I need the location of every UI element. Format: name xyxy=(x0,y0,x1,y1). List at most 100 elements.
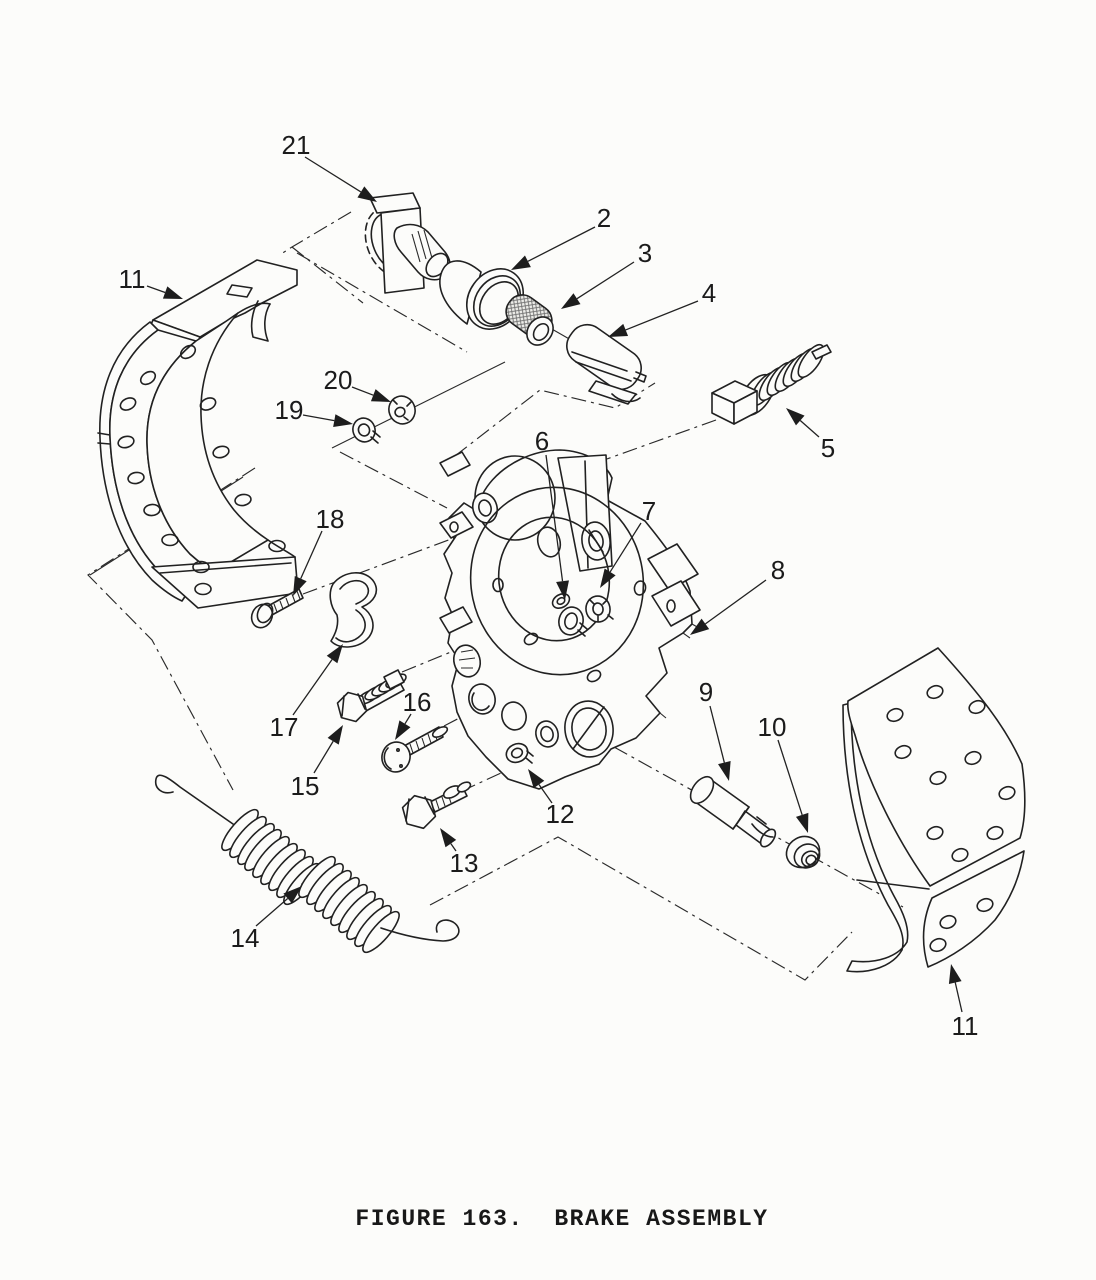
callout-20: 20 xyxy=(324,365,391,402)
part-screw-18 xyxy=(250,588,304,629)
leader-line-7 xyxy=(609,522,642,573)
arrowhead-icon-18 xyxy=(293,576,307,596)
leader-line-11-left xyxy=(146,285,166,294)
part-number-12: 12 xyxy=(546,799,575,829)
callout-3: 3 xyxy=(561,238,652,309)
leader-line-14 xyxy=(255,897,289,927)
arrowhead-icon-21 xyxy=(357,186,377,202)
arrowhead-icon-8 xyxy=(690,618,710,635)
callout-5: 5 xyxy=(786,408,835,463)
callout-8: 8 xyxy=(690,555,785,635)
callout-2: 2 xyxy=(511,203,611,270)
part-number-17: 17 xyxy=(270,712,299,742)
leader-line-3 xyxy=(576,261,635,300)
callout-21: 21 xyxy=(282,130,377,202)
arrowhead-icon-4 xyxy=(608,323,629,337)
part-number-13: 13 xyxy=(450,848,479,878)
callout-13: 13 xyxy=(440,828,478,878)
arrowhead-icon-19 xyxy=(333,414,353,428)
right-shoe-holes xyxy=(886,684,1016,953)
leader-line-19 xyxy=(302,414,335,422)
part-bolt-spring-15 xyxy=(336,669,407,723)
leader-line-20 xyxy=(351,386,374,396)
callout-19: 19 xyxy=(275,395,353,428)
callout-18: 18 xyxy=(293,504,344,596)
leader-line-18 xyxy=(300,530,323,579)
arrowhead-icon-11-right xyxy=(948,964,962,984)
part-lock-washer-19 xyxy=(352,417,381,444)
part-number-16: 16 xyxy=(403,687,432,717)
callout-4: 4 xyxy=(608,278,716,337)
part-star-adjuster xyxy=(364,192,451,294)
leader-line-2 xyxy=(527,226,596,262)
arrowhead-icon-13 xyxy=(440,828,457,848)
part-socket xyxy=(566,323,647,405)
arrowhead-icon-16 xyxy=(395,720,411,740)
leader-line-6 xyxy=(545,454,564,582)
callout-9: 9 xyxy=(699,677,731,781)
part-plunger-9 xyxy=(689,775,777,848)
part-number-9: 9 xyxy=(699,677,713,707)
part-number-6: 6 xyxy=(535,426,549,456)
callout-17: 17 xyxy=(270,644,343,742)
part-lock-washer-12 xyxy=(505,742,534,764)
part-brake-shoe-right xyxy=(842,647,1026,973)
callout-6: 6 xyxy=(535,426,569,600)
part-number-10: 10 xyxy=(758,712,787,742)
leader-line-10 xyxy=(777,739,803,816)
arrowhead-icon-20 xyxy=(370,389,391,402)
part-number-14: 14 xyxy=(231,923,260,953)
part-number-4: 4 xyxy=(702,278,716,308)
part-number-19: 19 xyxy=(275,395,304,425)
leader-line-21 xyxy=(304,156,362,193)
part-number-15: 15 xyxy=(291,771,320,801)
arrowhead-icon-11-left xyxy=(162,286,183,299)
part-number-8: 8 xyxy=(771,555,785,585)
arrowhead-icon-5 xyxy=(786,408,805,426)
leader-line-8 xyxy=(705,579,767,625)
part-grommet-10 xyxy=(785,835,821,869)
leader-line-15 xyxy=(313,740,334,774)
callout-12: 12 xyxy=(528,769,574,829)
part-hex-bolt-13 xyxy=(401,781,472,830)
arrowhead-icon-6 xyxy=(556,580,569,600)
callout-10: 10 xyxy=(758,712,809,833)
arrowhead-icon-14 xyxy=(283,886,302,904)
arrowhead-icon-10 xyxy=(795,812,809,833)
part-number-20: 20 xyxy=(324,365,353,395)
leader-line-12 xyxy=(538,784,553,804)
callout-11-left: 11 xyxy=(119,264,183,299)
figure-caption: FIGURE 163. BRAKE ASSEMBLY xyxy=(355,1206,769,1232)
arrowhead-icon-15 xyxy=(327,725,343,745)
part-springs-14 xyxy=(154,774,460,954)
arrowhead-icon-3 xyxy=(561,293,581,309)
part-nut-20 xyxy=(388,395,416,425)
leader-line-5 xyxy=(799,420,820,438)
arrowhead-icon-2 xyxy=(511,255,531,270)
spring-coil-2 xyxy=(298,855,400,954)
part-number-3: 3 xyxy=(638,238,652,268)
part-knurled-nut xyxy=(505,294,554,346)
arrowhead-icon-7 xyxy=(600,568,616,588)
callout-16: 16 xyxy=(395,687,431,740)
part-lock-washer-6 xyxy=(558,606,588,637)
leader-line-11-right xyxy=(954,982,963,1013)
part-number-18: 18 xyxy=(316,504,345,534)
arrowhead-icon-9 xyxy=(718,760,731,781)
leader-line-17 xyxy=(292,659,333,716)
part-number-5: 5 xyxy=(821,433,835,463)
part-capscrew-16 xyxy=(381,726,449,773)
leader-line-16 xyxy=(404,713,412,725)
callout-15: 15 xyxy=(291,725,343,801)
callout-11-right: 11 xyxy=(948,964,979,1041)
arrowhead-icon-12 xyxy=(528,769,545,789)
part-adjusting-nut-7 xyxy=(585,595,614,623)
part-clip-17 xyxy=(329,572,378,648)
arrowhead-icon-17 xyxy=(326,644,343,664)
part-number-2: 2 xyxy=(597,203,611,233)
part-number-21: 21 xyxy=(282,130,311,160)
part-brake-shoe-left xyxy=(97,259,299,609)
part-number-11-right: 11 xyxy=(952,1011,979,1041)
